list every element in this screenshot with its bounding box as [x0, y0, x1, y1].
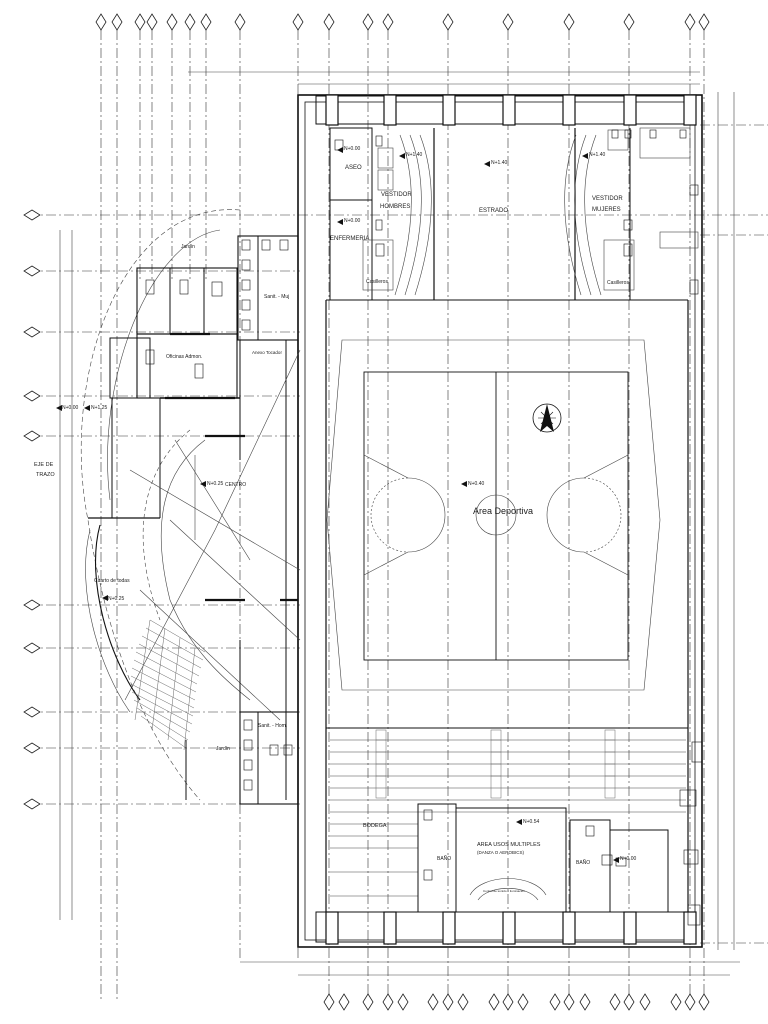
label-vestidor-hombres-2: HOMBRES [380, 204, 410, 210]
level-n000-left: N+0.00 [62, 405, 78, 411]
label-anexo: Anexo Tocador [252, 350, 282, 355]
label-aseo: ASEO [345, 165, 362, 171]
label-sanit-hom: Sanit. - Hom. [258, 723, 287, 729]
label-vestidor-hombres-1: VESTIDOR [381, 192, 412, 198]
label-vestidor-mujeres-2: MUJERES [592, 207, 621, 213]
label-bano-left: BAÑO [437, 855, 451, 862]
level-n140-center: N+1.40 [491, 160, 507, 166]
level-n000-bottom: N+0.00 [620, 856, 636, 862]
grid-lines [23, 13, 768, 1011]
label-sanit-muj: Sanit. - Muj [264, 294, 289, 300]
label-area-multiples-2: (DANZA O AEROBICS) [477, 850, 525, 855]
label-centro: CENTRO [225, 482, 246, 488]
room-labels: ASEO ENFERMERIA VESTIDOR HOMBRES VESTIDO… [34, 165, 629, 893]
label-oficinas-admon: Oficinas Admon. [166, 354, 202, 360]
label-cuarto-todas: Cuarto de todas [94, 578, 130, 584]
label-area-multiples-1: AREA USOS MULTIPLES [477, 842, 541, 848]
label-jardin-top: Jardín [181, 244, 195, 250]
north-arrow-icon [532, 403, 562, 433]
sports-court [326, 339, 661, 691]
level-n025-a: N+0.25 [207, 481, 223, 487]
label-bano-right: BAÑO [576, 859, 590, 866]
label-casilleros-right: Casilleros [607, 280, 629, 286]
label-eje-2: TRAZO [36, 472, 55, 478]
level-enfermeria: N+0.00 [344, 218, 360, 224]
label-estrado: ESTRADO [479, 208, 508, 214]
level-n125: N+1.25 [91, 405, 107, 411]
lower-wing [330, 729, 703, 926]
label-enfermeria: ENFERMERIA [330, 236, 369, 242]
west-annex [80, 209, 301, 805]
label-area-deportiva: Area Deportiva [473, 506, 533, 516]
level-n054: N+0.54 [523, 819, 539, 825]
dimension-lines [59, 71, 740, 976]
upper-wing [329, 127, 699, 301]
level-n140-right: N+1.40 [589, 152, 605, 158]
level-n025-b: N+0.25 [108, 596, 124, 602]
label-vestidor-mujeres-1: VESTIDOR [592, 196, 623, 202]
label-casilleros-left: Casilleros [366, 279, 388, 285]
level-labels: N+0.00 N+0.00 N+1.40 N+1.40 N+1.40 N+0.4… [62, 146, 636, 862]
label-control: Control de sonido e iluminación [483, 889, 525, 893]
level-markers [56, 147, 619, 863]
level-n040: N+0.40 [468, 481, 484, 487]
label-jardin-bottom: Jardín [216, 746, 230, 752]
main-building [297, 94, 703, 948]
label-bodega: BODEGA [363, 823, 387, 829]
level-aseo: N+0.00 [344, 146, 360, 152]
level-n140-left: N+1.40 [406, 152, 422, 158]
label-eje-1: EJE DE [34, 462, 54, 468]
